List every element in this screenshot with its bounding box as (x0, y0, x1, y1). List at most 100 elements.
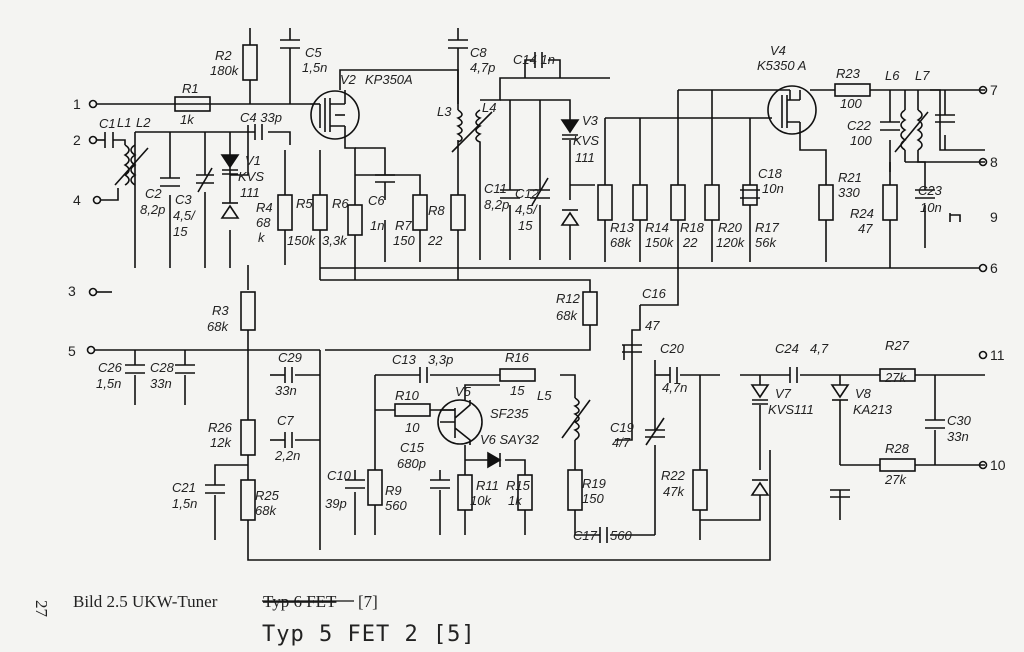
pin-6: 6 (990, 260, 998, 276)
wires (95, 28, 985, 561)
label-C4: C4 33p (240, 110, 282, 125)
pin-3: 3 (68, 283, 76, 299)
label-V3-type-2: 111 (575, 150, 595, 165)
label-V1-type-1: KVS (238, 169, 264, 184)
label-R16: R16 (505, 350, 530, 365)
label-V5: V5 (455, 384, 472, 399)
label-C3-value-1: 4,5/ (173, 208, 196, 223)
label-C6: C6 (368, 193, 385, 208)
label-L7: L7 (915, 68, 930, 83)
label-V2-type: KP350A (365, 72, 413, 87)
label-R3: R3 (212, 303, 229, 318)
label-L4: L4 (482, 100, 496, 115)
pin-10: 10 (990, 457, 1006, 473)
resistors (174, 44, 916, 521)
label-R14: R14 (645, 220, 669, 235)
label-C30: C30 (947, 413, 972, 428)
label-C17: C17 (573, 528, 598, 543)
label-C15-value: 680p (397, 456, 426, 471)
label-C30-value: 33n (947, 429, 969, 444)
label-R14-value: 150k (645, 235, 675, 250)
pin-11: 11 (990, 347, 1005, 363)
label-C22: C22 (847, 118, 872, 133)
label-C26: C26 (98, 360, 123, 375)
label-C5: C5 (305, 45, 322, 60)
label-R2-value: 180k (210, 63, 240, 78)
label-R10-value: 10 (405, 420, 420, 435)
label-C22-value: 100 (850, 133, 872, 148)
label-V2: V2 (340, 72, 357, 87)
label-C1: C1 (99, 116, 116, 131)
label-R26: R26 (208, 420, 233, 435)
label-R13-value: 68k (610, 235, 632, 250)
label-C3: C3 (175, 192, 192, 207)
label-C16-value: 47 (645, 318, 660, 333)
label-C13-value: 3,3p (428, 352, 453, 367)
label-C24-value: 4,7 (810, 341, 829, 356)
label-V5-type: SF235 (490, 406, 529, 421)
label-R25: R25 (255, 488, 280, 503)
label-C3-value-2: 15 (173, 224, 188, 239)
pin-4: 4 (73, 192, 81, 208)
capacitors (104, 39, 955, 543)
label-R11-value: 10k (470, 493, 492, 508)
label-R20: R20 (718, 220, 743, 235)
page-number: 27 (32, 600, 51, 618)
label-C12-value-1: 4,5/ (515, 202, 538, 217)
label-R9: R9 (385, 483, 402, 498)
label-C18: C18 (758, 166, 783, 181)
label-R1: R1 (182, 81, 199, 96)
label-R5-value: 150k (287, 233, 317, 248)
pin-7: 7 (990, 82, 998, 98)
label-C12-value-2: 15 (518, 218, 533, 233)
label-R24: R24 (850, 206, 874, 221)
label-R15-value: 1k (508, 493, 523, 508)
handwritten-note: Typ 5 FET 2 [5] (262, 622, 476, 647)
label-L1: L1 (117, 115, 131, 130)
label-R6-value: 3,3k (322, 233, 348, 248)
label-C11-value: 8,2p (484, 197, 509, 212)
label-R24-value: 47 (858, 221, 873, 236)
label-R11: R11 (476, 478, 499, 493)
label-C28-value: 33n (150, 376, 172, 391)
label-R5: R5 (296, 196, 313, 211)
label-R12-value: 68k (556, 308, 578, 323)
caption-text: Bild 2.5 UKW-Tuner (73, 592, 218, 611)
pin-1: 1 (73, 96, 81, 112)
label-C18-value: 10n (762, 181, 784, 196)
label-C7: C7 (277, 413, 294, 428)
pin-terminals (86, 85, 988, 470)
label-V8-type: KA213 (853, 402, 893, 417)
label-R28-value: 27k (884, 472, 907, 487)
label-V6: V6 SAY32 (480, 432, 540, 447)
label-C2: C2 (145, 186, 162, 201)
label-L5: L5 (537, 388, 552, 403)
label-C29-value: 33n (275, 383, 297, 398)
label-R21-value: 330 (838, 185, 860, 200)
label-R4-value-2: k (258, 230, 266, 245)
label-V8: V8 (855, 386, 872, 401)
label-C19: C19 (610, 420, 634, 435)
label-R6: R6 (332, 196, 349, 211)
label-R20-value: 120k (716, 235, 746, 250)
label-R27-value: 27k (884, 370, 907, 385)
label-R7-value: 150 (393, 233, 415, 248)
label-C16: C16 (642, 286, 667, 301)
label-C19-value: 4/7 (612, 435, 631, 450)
label-R10: R10 (395, 388, 420, 403)
label-R21: R21 (838, 170, 862, 185)
semiconductors (220, 85, 850, 496)
label-C6-value: 1n (370, 218, 384, 233)
label-V7: V7 (775, 386, 792, 401)
label-C20: C20 (660, 341, 685, 356)
label-R3-value: 68k (207, 319, 229, 334)
component-labels: R1 1k R2 180k R3 68k R4 68 k R5 150k R6 … (96, 43, 972, 543)
label-C21: C21 (172, 480, 196, 495)
label-C23: C23 (918, 183, 943, 198)
label-R12: R12 (556, 291, 581, 306)
label-V1: V1 (245, 153, 261, 168)
label-C11: C11 (484, 181, 507, 196)
label-R23-value: 100 (840, 96, 862, 111)
label-R19-value: 150 (582, 491, 604, 506)
